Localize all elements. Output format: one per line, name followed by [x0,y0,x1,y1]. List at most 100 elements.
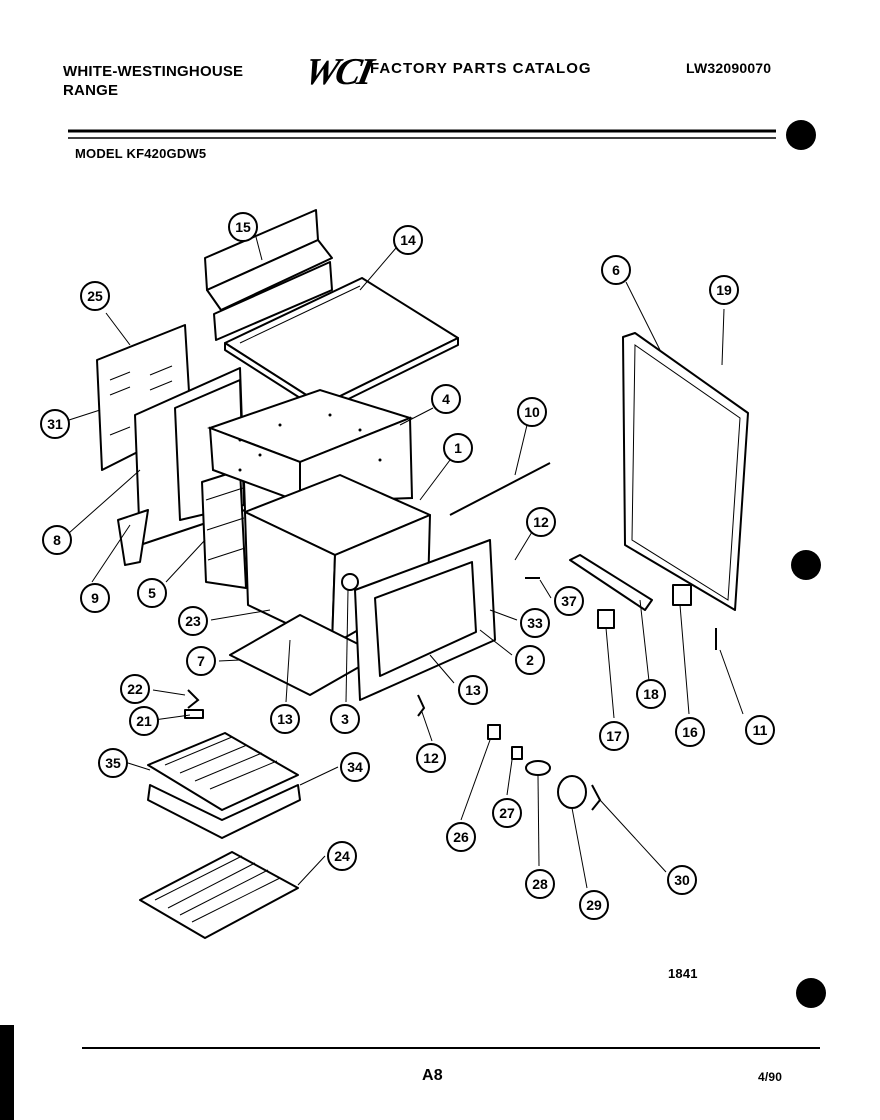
part-5-side-insulation [201,469,247,589]
callout-35: 35 [98,748,128,778]
callout-33: 33 [520,608,550,638]
svg-text:14: 14 [400,232,416,248]
part-9-bracket [117,509,149,566]
svg-text:2: 2 [526,652,534,668]
callout-7: 7 [186,646,216,676]
catalog-title: FACTORY PARTS CATALOG [370,60,592,77]
callout-2: 2 [515,645,545,675]
callout-12: 12 [416,743,446,773]
svg-text:6: 6 [612,262,620,278]
binder-hole-bottom [796,978,826,1008]
part-24-oven-rack [139,851,299,939]
svg-text:10: 10 [524,404,540,420]
svg-text:8: 8 [53,532,61,548]
callout-16: 16 [675,717,705,747]
svg-text:11: 11 [753,722,768,738]
part-33-door-frame [354,539,496,701]
figure-number: 1841 [668,966,698,981]
part-14-top-panel [224,277,459,413]
svg-text:15: 15 [235,219,251,235]
callout-31: 31 [40,409,70,439]
callout-37: 37 [554,586,584,616]
svg-text:30: 30 [674,872,690,888]
svg-text:31: 31 [47,416,63,432]
part-15-top-deflector [204,209,333,341]
model-number: MODEL KF420GDW5 [75,146,207,161]
svg-text:1: 1 [454,440,462,456]
callout-34: 34 [340,752,370,782]
small-parts [184,573,717,811]
svg-text:3: 3 [341,711,349,727]
svg-text:18: 18 [643,686,659,702]
callout-9: 9 [80,583,110,613]
svg-text:13: 13 [465,682,481,698]
svg-text:9: 9 [91,590,99,606]
callout-12: 12 [526,507,556,537]
catalog-date: 4/90 [758,1070,783,1084]
callout-26: 26 [446,822,476,852]
svg-text:37: 37 [561,593,577,609]
svg-text:13: 13 [277,711,293,727]
callout-17: 17 [599,721,629,751]
svg-text:22: 22 [127,681,143,697]
svg-text:16: 16 [682,724,698,740]
leader-lines [68,236,744,889]
svg-text:28: 28 [532,876,548,892]
part-35-broiler-grid [147,732,299,811]
callout-4: 4 [431,384,461,414]
binder-hole-top [786,120,816,150]
callout-15: 15 [228,212,258,242]
svg-text:35: 35 [105,755,121,771]
svg-text:5: 5 [148,585,156,601]
brand-name: WHITE-WESTINGHOUSE RANGE [63,62,243,100]
brand-line-1: WHITE-WESTINGHOUSE [63,63,244,80]
callout-22: 22 [120,674,150,704]
svg-text:19: 19 [716,282,732,298]
callout-13: 13 [270,704,300,734]
callout-25: 25 [80,281,110,311]
svg-text:29: 29 [586,897,602,913]
svg-text:34: 34 [347,759,363,775]
svg-text:26: 26 [453,829,469,845]
callout-14: 14 [393,225,423,255]
binder-hole-middle [791,550,821,580]
callout-19: 19 [709,275,739,305]
callout-10: 10 [517,397,547,427]
svg-text:23: 23 [185,613,201,629]
callout-3: 3 [330,704,360,734]
svg-text:27: 27 [499,805,515,821]
callout-6: 6 [601,255,631,285]
svg-text:4: 4 [442,391,450,407]
svg-text:7: 7 [197,653,205,669]
part-18-control-bracket [569,554,653,611]
callout-11: 11 [745,715,775,745]
header-rule [68,129,776,139]
svg-text:12: 12 [533,514,549,530]
callout-24: 24 [327,841,357,871]
callout-21: 21 [129,706,159,736]
part-34-broiler-pan [147,784,301,839]
callout-5: 5 [137,578,167,608]
svg-text:24: 24 [334,848,350,864]
callout-8: 8 [42,525,72,555]
part-17-switch [597,609,615,629]
callout-18: 18 [636,679,666,709]
part-16-hinge [672,584,692,606]
part-6-right-side-panel [622,332,749,611]
svg-text:21: 21 [136,713,152,729]
catalog-code: LW32090070 [686,60,772,76]
svg-text:25: 25 [87,288,103,304]
callout-23: 23 [178,606,208,636]
brand-line-2: RANGE [63,82,119,99]
callout-28: 28 [525,869,555,899]
svg-text:12: 12 [423,750,439,766]
svg-text:33: 33 [527,615,543,631]
callout-29: 29 [579,890,609,920]
binding-edge [0,1025,14,1120]
callout-1: 1 [443,433,473,463]
svg-text:17: 17 [606,728,622,744]
callout-27: 27 [492,798,522,828]
part-10-rod [449,462,551,516]
callout-30: 30 [667,865,697,895]
